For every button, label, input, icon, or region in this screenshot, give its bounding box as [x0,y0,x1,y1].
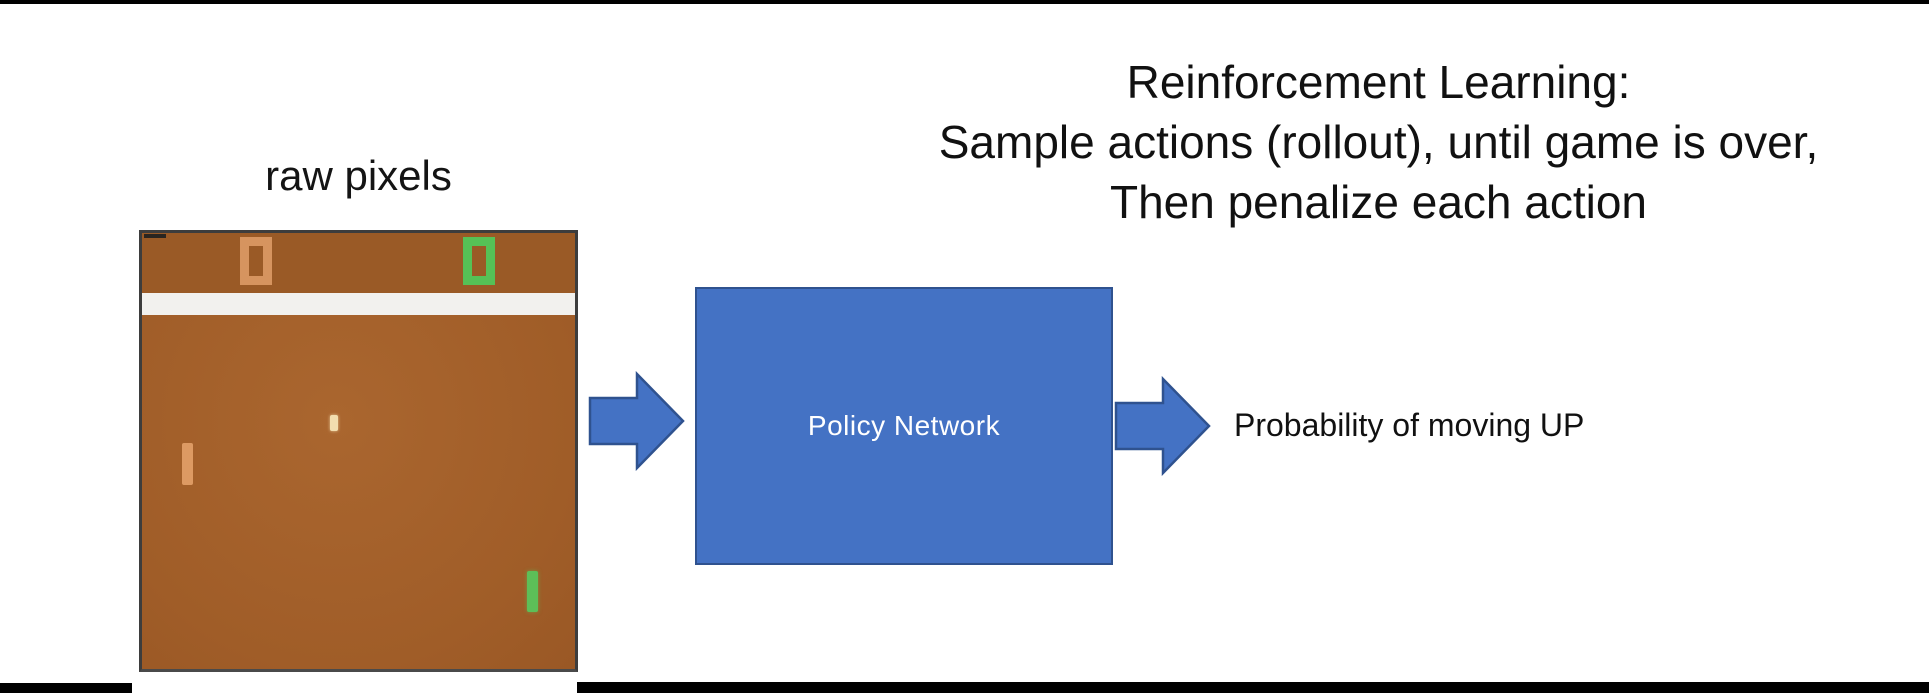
title-line-1: Reinforcement Learning: [1126,56,1631,108]
pong-ball [330,415,338,431]
pong-screenshot [139,230,578,672]
top-letterbox-bar [0,0,1929,4]
pong-score-band [142,233,575,293]
policy-network-label: Policy Network [807,410,1001,441]
pong-white-line [142,293,575,315]
pong-right-score-digit-0 [463,237,495,285]
bottom-left-letterbox-bar [0,683,132,693]
slide-title: Reinforcement Learning: Sample actions (… [828,52,1929,232]
pong-top-left-mark [144,234,166,238]
raw-pixels-caption: raw pixels [265,152,452,199]
pong-playfield [142,315,575,669]
arrow-right-icon [1114,376,1211,476]
pong-right-paddle [527,571,538,612]
probability-output-label: Probability of moving UP [1234,406,1585,443]
pong-left-paddle [182,443,193,485]
pong-left-score-digit-0 [240,237,272,285]
policy-network-box: Policy Network [695,287,1113,565]
arrow-right-icon [588,371,685,471]
title-line-2: Sample actions (rollout), until game is … [938,116,1819,168]
title-line-3: Then penalize each action [1109,176,1648,228]
bottom-right-letterbox-bar [577,682,1929,693]
